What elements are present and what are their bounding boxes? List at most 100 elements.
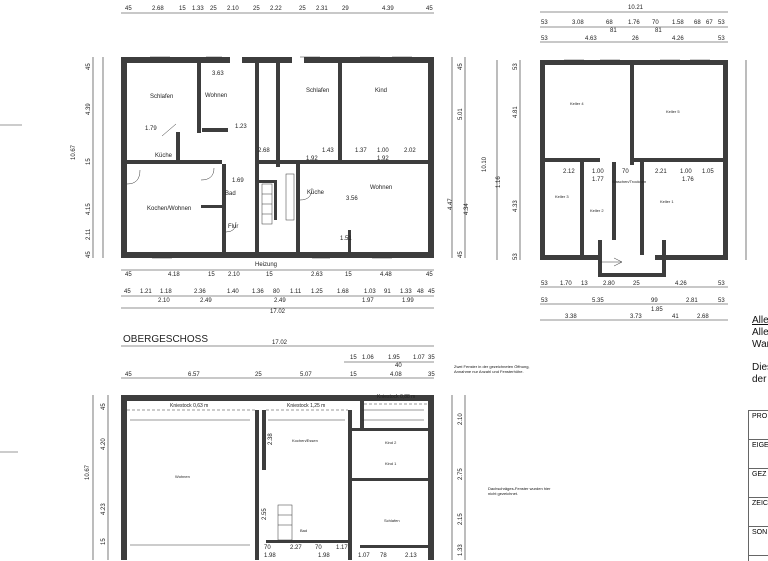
bs-dim-bot-7: 53 [718, 281, 725, 287]
gf-dim-top-2: 2.68 [152, 6, 164, 12]
gf-inner-1: 3.63 [212, 71, 224, 77]
gf-inner-12: 3.56 [346, 196, 358, 202]
title-block-row: EIGE [749, 440, 768, 469]
gf-dim-b1-7: 15 [345, 272, 352, 278]
bs-dim-top-2: 3.08 [572, 20, 584, 26]
uf-left-dim-4: 15 [101, 538, 107, 545]
uf-room-wohnen: Wohnen [175, 474, 190, 479]
uf-room-kind1: Kind 1 [385, 461, 397, 466]
bs-left-dim-5: 53 [513, 253, 519, 260]
uf-room-kind2: Kind 2 [385, 440, 397, 445]
gf-dim-b2-13: 1.33 [400, 289, 412, 295]
bs-inner-7: 1.77 [592, 177, 604, 183]
uf-dim-b-1: 40 [395, 363, 402, 369]
bs-dim-top-14: 26 [632, 36, 639, 42]
bs-dim-top-7: 68 [694, 20, 701, 26]
uf-dim-a-1: 15 [350, 355, 357, 361]
gf-left-dim-6: 45 [86, 251, 92, 258]
gf-dim-top-1: 45 [125, 6, 132, 12]
gf-inner-8: 2.02 [404, 148, 416, 154]
gf-dim-b3-3: 2.49 [274, 298, 286, 304]
gf-dim-b2-3: 1.18 [160, 289, 172, 295]
gf-dim-b2-8: 1.11 [290, 289, 302, 295]
gf-inner-6: 1.37 [355, 148, 367, 154]
bs-inner-4: 2.21 [655, 169, 667, 175]
bs-inner-2: 1.00 [592, 169, 604, 175]
gf-room-schlafen-2: Schlafen [306, 88, 329, 94]
gf-inner-13: 1.51 [340, 236, 352, 242]
gf-dim-top-11: 29 [342, 6, 349, 12]
bs-dim-bot-2: 1.70 [560, 281, 572, 287]
gf-room-flur: Flur [228, 224, 238, 230]
gf-dim-top-12: 4.39 [382, 6, 394, 12]
note-windows: Zwei Fenster in der gezeichneten Öffnung… [454, 364, 530, 374]
gf-room-wohnen-2: Wohnen [370, 185, 392, 191]
uf-left-dim-3: 4.23 [101, 503, 107, 515]
uf-dim-c-7: 35 [428, 372, 435, 378]
bs-dim-bot-1: 53 [541, 281, 548, 287]
uf-dim-a-5: 35 [428, 355, 435, 361]
gf-inner-4: 2.68 [258, 148, 270, 154]
bs-room-keller4: Keller 4 [570, 101, 584, 106]
gf-room-kochen-wohnen: Kochen/Wohnen [147, 206, 191, 212]
note-right-2: Alle [752, 327, 768, 338]
gf-dim-b1-8: 4.48 [380, 272, 392, 278]
gf-dim-b1-5: 15 [266, 272, 273, 278]
uf-inner-8: 78 [380, 553, 387, 559]
gf-room-wohnen: Wohnen [205, 93, 227, 99]
uf-inner-1: 70 [264, 545, 271, 551]
gf-dim-top-5: 25 [210, 6, 217, 12]
gf-dim-b2-9: 1.25 [311, 289, 323, 295]
uf-inner-10: 2.38 [268, 433, 274, 445]
gf-right-dim-5: 45 [458, 251, 464, 258]
bs-dim-top-3: 68 [606, 20, 613, 26]
bs-inner-6: 1.05 [702, 169, 714, 175]
bs-dim-bot-17: 2.68 [697, 314, 709, 320]
title-block-row: PRO [749, 411, 768, 440]
gf-dim-top-3: 15 [179, 6, 186, 12]
bs-dim-bot-12: 53 [718, 298, 725, 304]
title-block-row: GEZ [749, 469, 768, 498]
uf-kniestock-1: Kniestock 0,63 m [170, 403, 208, 409]
upper-floor-title: OBERGESCHOSS [123, 334, 208, 345]
bs-dim-top-6: 1.58 [672, 20, 684, 26]
upper-floor-plan [121, 395, 434, 560]
bs-dim-bot-14: 3.38 [565, 314, 577, 320]
note-roof-windows: Dachschräges-Fenster wurden hier nicht g… [488, 486, 551, 496]
bs-dim-bot-13: 1.85 [651, 307, 663, 313]
bs-dim-top-9: 53 [718, 20, 725, 26]
gf-left-dim-1: 45 [86, 63, 92, 70]
bs-room-keller1: Keller 1 [660, 199, 674, 204]
bs-dim-bot-11: 2.81 [686, 298, 698, 304]
gf-dim-b3-4: 1.97 [362, 298, 374, 304]
gf-room-kuche: Küche [155, 153, 173, 159]
bs-inner-3: 70 [622, 169, 629, 175]
gf-dim-top-6: 2.10 [227, 6, 239, 12]
gf-dim-b2-10: 1.68 [337, 289, 349, 295]
bs-dim-top-15: 4.26 [672, 36, 684, 42]
uf-room-kochen-essen: Kochen/Essen [292, 438, 318, 443]
ground-floor-plan [121, 55, 434, 259]
gf-total-height: 10.67 [71, 144, 77, 160]
uf-room-schlafen: Schlafen [384, 518, 400, 523]
bs-dim-bot-6: 4.26 [675, 281, 687, 287]
bs-left-dim-2: 4.81 [513, 106, 519, 118]
gf-dim-b2-11: 1.03 [364, 289, 376, 295]
note-right-5: der g [752, 374, 768, 385]
bs-dim-top-total: 10.21 [628, 5, 644, 11]
gf-dim-b1-4: 2.10 [228, 272, 240, 278]
bs-dim-top-5: 70 [652, 20, 659, 26]
gf-dim-b1-6: 2.63 [311, 272, 323, 278]
uf-right-dim-4: 1.33 [458, 544, 464, 556]
uf-dim-c-4: 5.07 [300, 372, 312, 378]
bs-dim-top-10: 81 [610, 28, 617, 34]
bs-left-dim-3: 1.16 [496, 176, 502, 188]
gf-right-dim-3: 4.47 [448, 198, 454, 210]
uf-kniestock-3: Kniestock 0,88 m [377, 394, 415, 400]
bs-inner-8: 1.76 [682, 177, 694, 183]
gf-dim-b2-7: 80 [273, 289, 280, 295]
bs-dim-top-11: 81 [655, 28, 662, 34]
uf-dim-c-3: 25 [255, 372, 262, 378]
gf-right-dim-4: 4.34 [464, 203, 470, 215]
